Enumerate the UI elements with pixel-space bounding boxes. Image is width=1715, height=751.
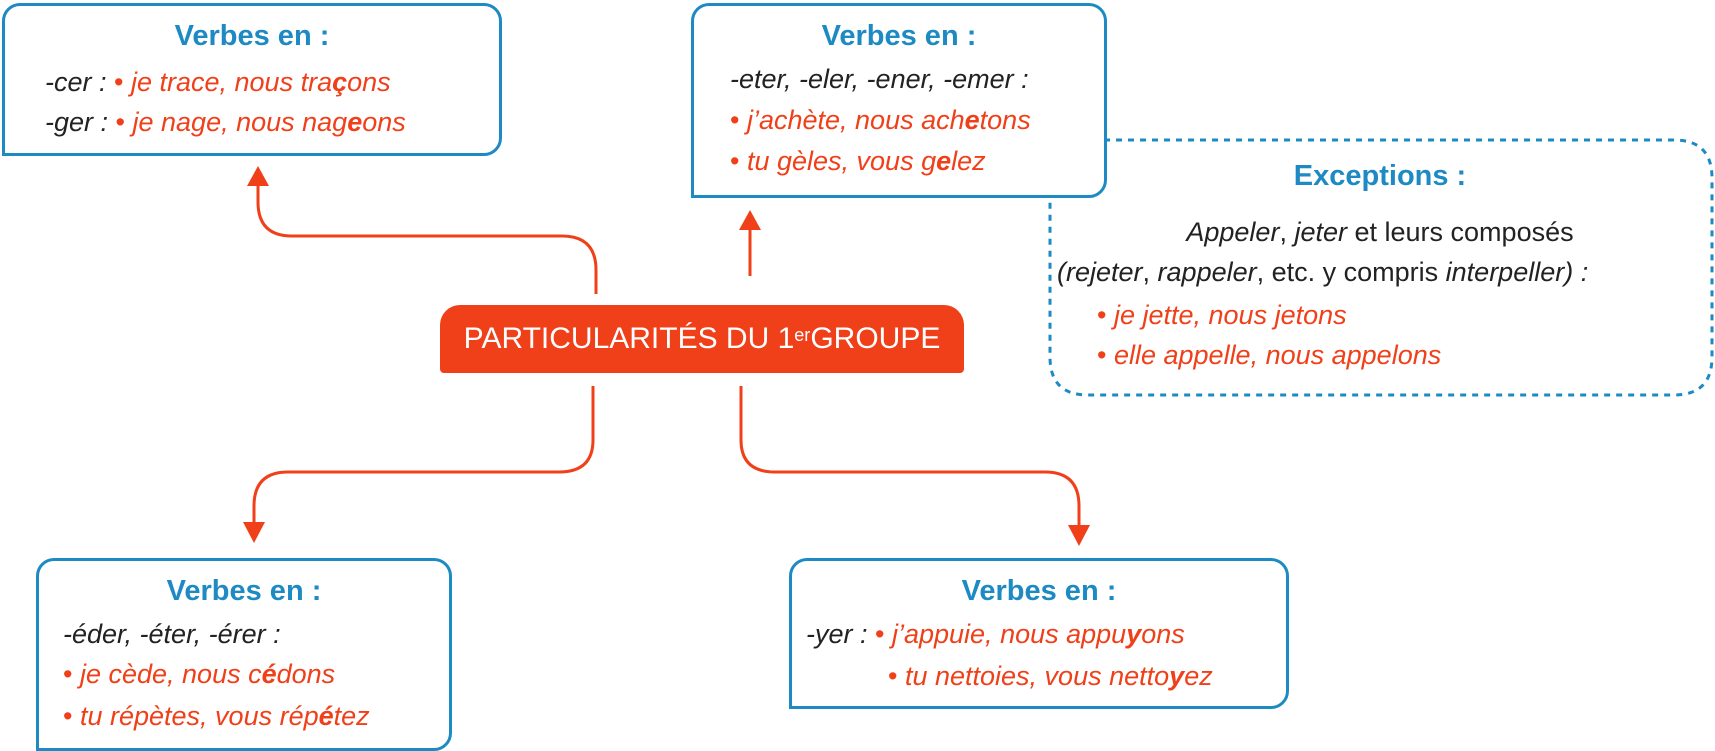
box-title: Verbes en : (174, 20, 330, 52)
bullet-icon: • (1097, 300, 1107, 330)
box-eter-eler: Verbes en : -eter, -eler, -ener, -emer :… (691, 3, 1107, 198)
box-title: Verbes en : (821, 20, 977, 52)
bullet-icon: • (1097, 340, 1107, 370)
example-1: • j’achète, nous achetons (730, 105, 1031, 135)
exceptions-line-1: Appeler, jeter et leurs composés (1186, 217, 1574, 247)
bullet-icon: • (730, 146, 740, 176)
bullet-icon: • (63, 701, 73, 731)
arrow-to-eder-box (252, 386, 595, 525)
arrow-to-cer-box (256, 182, 598, 294)
bullet-icon: • (875, 619, 885, 649)
exceptions-line-2: (rejeter, rappeler, etc. y compris inter… (1057, 257, 1589, 287)
row-cer: -cer : • je trace, nous traçons (45, 67, 391, 97)
box-yer: Verbes en : -yer : • j’appuie, nous appu… (789, 558, 1289, 709)
box-eder-eter-erer: Verbes en : -éder, -éter, -érer : • je c… (36, 558, 452, 751)
exceptions-title: Exceptions : (1293, 160, 1467, 192)
bullet-icon: • (888, 661, 898, 691)
example-1: -yer : • j’appuie, nous appuyons (806, 619, 1185, 649)
row-endings: -éder, -éter, -érer : (63, 619, 281, 649)
exceptions-panel: Exceptions : Appeler, jeter et leurs com… (1045, 140, 1715, 397)
bullet-icon: • (730, 105, 740, 135)
exceptions-dashed-frame (1048, 138, 1714, 397)
example-2: • tu gèles, vous gelez (730, 146, 986, 176)
box-title: Verbes en : (166, 575, 322, 607)
bullet-icon: • (115, 107, 125, 137)
example-2: • tu nettoies, vous nettoyez (888, 661, 1213, 691)
exceptions-example-1: • je jette, nous jetons (1097, 300, 1347, 330)
example-2: • tu répètes, vous répétez (63, 701, 370, 731)
box-cer-ger: Verbes en : -cer : • je trace, nous traç… (2, 3, 502, 156)
bullet-icon: • (63, 659, 73, 689)
row-endings: -eter, -eler, -ener, -emer : (730, 64, 1029, 94)
exceptions-example-2: • elle appelle, nous appelons (1097, 340, 1442, 370)
bullet-icon: • (114, 67, 124, 97)
arrow-to-yer-box (739, 386, 1081, 528)
box-title: Verbes en : (961, 575, 1117, 607)
row-ger: -ger : • je nage, nous nageons (45, 107, 406, 137)
example-1: • je cède, nous cédons (63, 659, 336, 689)
